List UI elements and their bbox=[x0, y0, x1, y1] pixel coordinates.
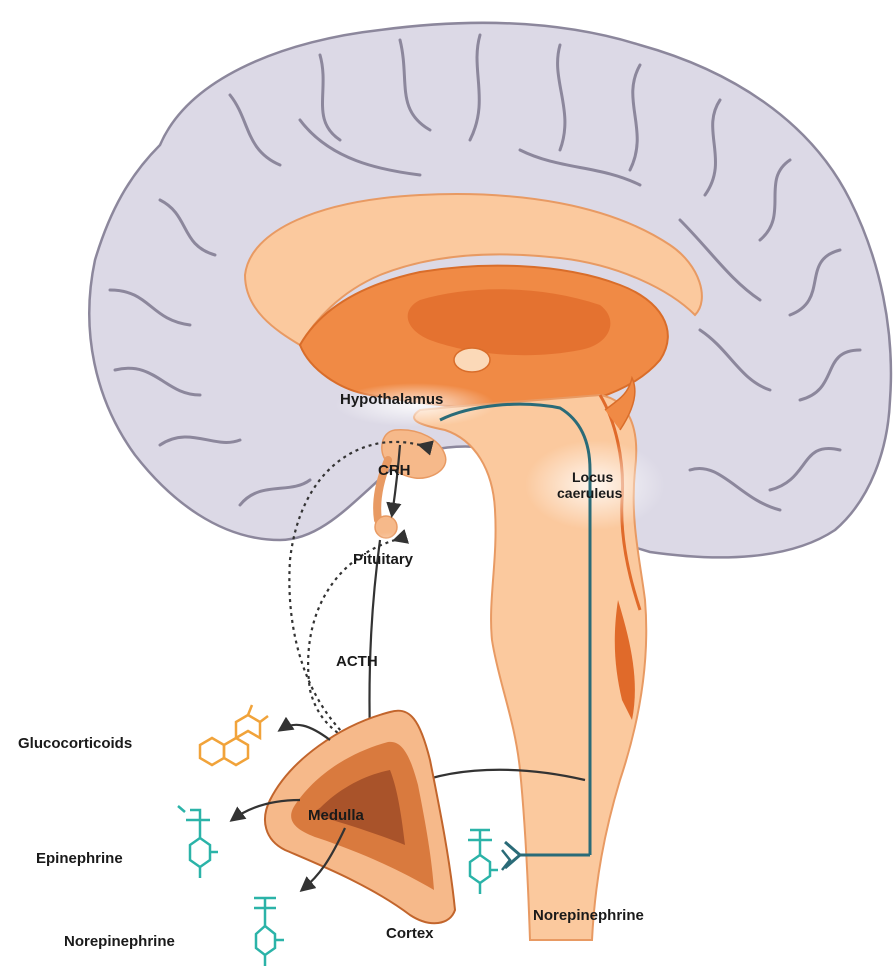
epinephrine-label: Epinephrine bbox=[36, 850, 123, 867]
locus-caeruleus-label-line2: caeruleus bbox=[557, 485, 623, 501]
norepinephrine-left-label: Norepinephrine bbox=[64, 933, 175, 950]
norepinephrine-molecule-icon-left bbox=[254, 898, 284, 966]
glucocorticoid-molecule-icon bbox=[200, 705, 268, 765]
acth-label: ACTH bbox=[336, 653, 378, 670]
hypothalamus-label: Hypothalamus bbox=[340, 391, 443, 408]
pituitary-label: Pituitary bbox=[353, 551, 414, 568]
norepinephrine-right-label: Norepinephrine bbox=[533, 907, 644, 924]
medulla-label: Medulla bbox=[308, 807, 364, 824]
crh-label: CRH bbox=[378, 462, 411, 479]
epinephrine-molecule-icon bbox=[178, 806, 218, 878]
locus-caeruleus-label-line1: Locus bbox=[572, 469, 613, 485]
norepinephrine-molecule-icon-right bbox=[468, 830, 510, 894]
cortex-label: Cortex bbox=[386, 925, 434, 942]
glucocorticoids-label: Glucocorticoids bbox=[18, 735, 132, 752]
